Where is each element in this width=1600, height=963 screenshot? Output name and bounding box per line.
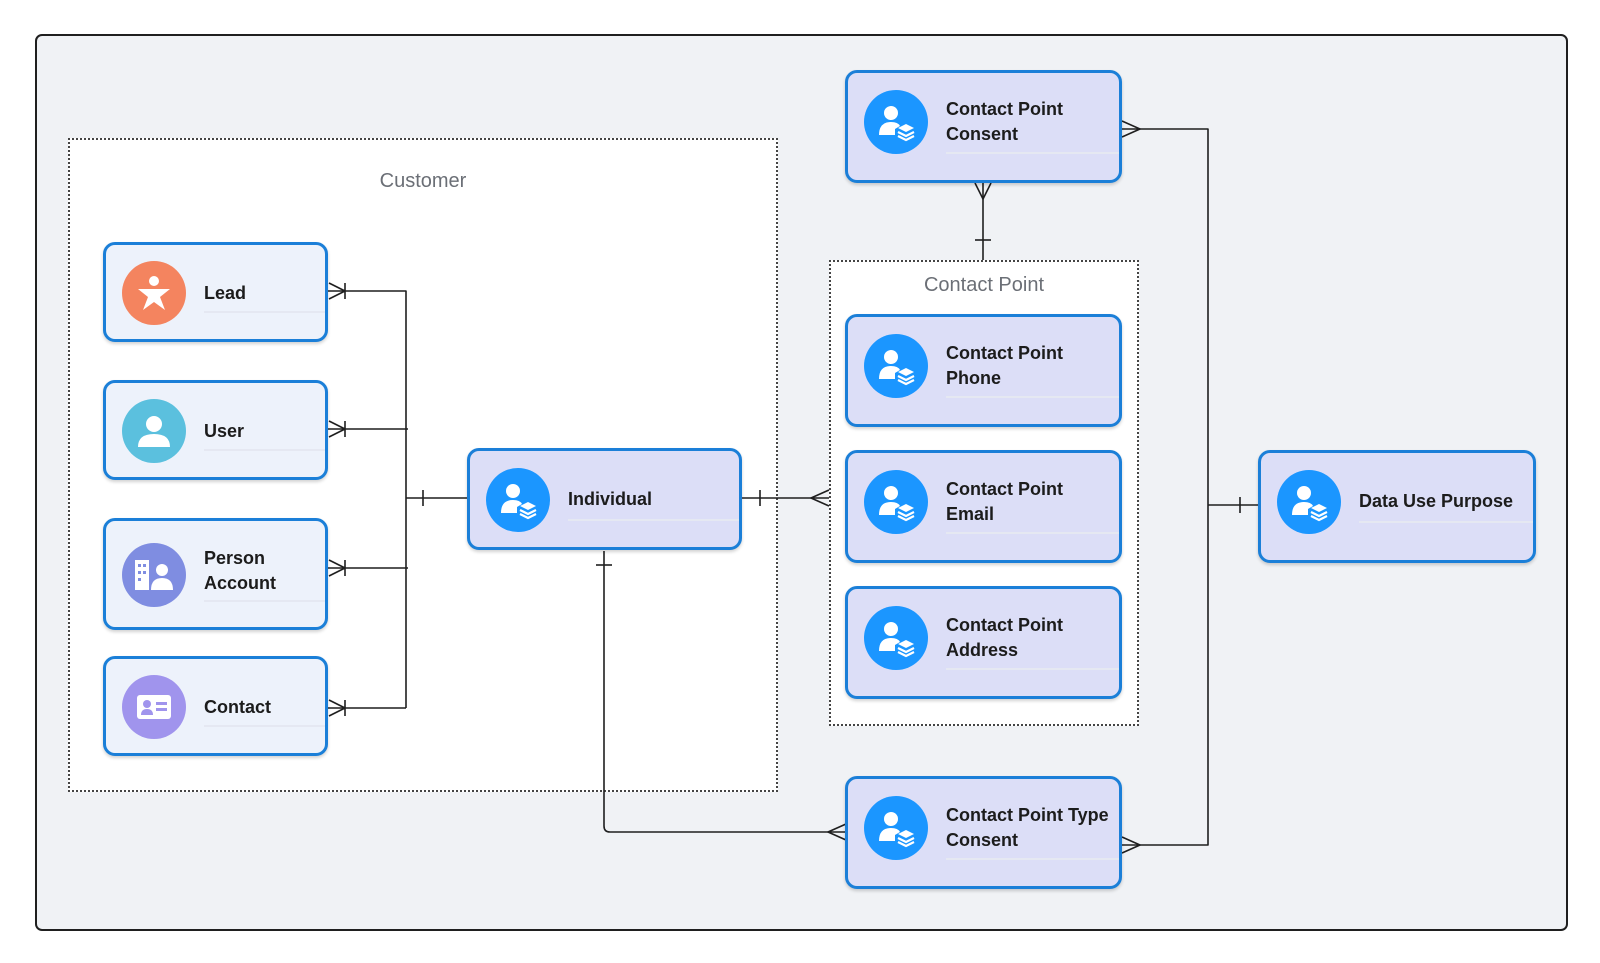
lead-icon xyxy=(122,261,186,325)
contact-entity[interactable]: Contact xyxy=(103,656,328,756)
contact-point-phone-entity[interactable]: Contact Point Phone xyxy=(845,314,1122,427)
contact-label: Contact xyxy=(204,697,271,717)
contact-point-address-divider xyxy=(946,668,1119,670)
type-consent-crowsfoot-left xyxy=(827,823,847,841)
user-divider xyxy=(204,449,325,451)
contact-point-phone-divider xyxy=(946,396,1119,398)
contact-point-email-divider xyxy=(946,532,1119,534)
contact-point-address-entity[interactable]: Contact Point Address xyxy=(845,586,1122,699)
person-account-divider xyxy=(204,600,325,602)
consent-crowsfoot-right xyxy=(1121,120,1141,138)
contact-point-consent-label: Contact Point Consent xyxy=(946,99,1063,144)
individual-icon xyxy=(1277,470,1341,534)
data-use-purpose-divider xyxy=(1359,521,1533,523)
contact-crowsfoot xyxy=(328,699,346,717)
lead-crowsfoot xyxy=(328,282,346,300)
contact-divider xyxy=(204,725,325,727)
user-icon xyxy=(122,399,186,463)
consent-crowsfoot xyxy=(974,182,992,200)
contact-point-consent-divider xyxy=(946,152,1119,154)
contact-point-crowsfoot xyxy=(810,489,830,507)
contact-point-group-label: Contact Point xyxy=(923,274,1045,296)
contact-point-phone-label: Contact Point Phone xyxy=(946,343,1063,388)
contact-point-address-label: Contact Point Address xyxy=(946,615,1063,660)
user-label: User xyxy=(204,421,245,441)
data-use-purpose-label: Data Use Purpose xyxy=(1359,491,1514,511)
person-account-crowsfoot xyxy=(328,559,346,577)
person-account-icon xyxy=(122,543,186,607)
contact-point-type-consent-divider xyxy=(946,858,1119,860)
lead-label: Lead xyxy=(204,283,247,303)
contact-icon xyxy=(122,675,186,739)
contact-point-consent-entity[interactable]: Contact Point Consent xyxy=(845,70,1122,183)
consent-purpose-line xyxy=(1122,128,1209,846)
individual-icon xyxy=(864,334,928,398)
lead-divider xyxy=(204,311,325,313)
individual-icon xyxy=(486,468,550,532)
contact-point-email-label: Contact Point Email xyxy=(946,479,1063,524)
contact-point-type-consent-entity[interactable]: Contact Point Type Consent xyxy=(845,776,1122,889)
data-use-purpose-entity[interactable]: Data Use Purpose xyxy=(1258,450,1536,563)
lead-individual-line xyxy=(327,290,407,708)
individual-icon xyxy=(864,470,928,534)
contact-point-type-consent-label: Contact Point Type Consent xyxy=(946,805,1109,850)
contact-point-email-entity[interactable]: Contact Point Email xyxy=(845,450,1122,563)
individual-label: Individual xyxy=(568,489,653,509)
type-consent-crowsfoot-right xyxy=(1121,836,1141,854)
individual-icon xyxy=(864,606,928,670)
lead-entity[interactable]: Lead xyxy=(103,242,328,342)
individual-icon xyxy=(864,90,928,154)
person-account-label: Person Account xyxy=(204,548,276,593)
individual-icon xyxy=(864,796,928,860)
user-entity[interactable]: User xyxy=(103,380,328,480)
individual-divider xyxy=(568,519,739,521)
customer-group-label: Customer xyxy=(379,170,467,192)
individual-entity[interactable]: Individual xyxy=(467,448,742,550)
individual-type-consent-line xyxy=(603,551,846,833)
user-crowsfoot xyxy=(328,420,346,438)
person-account-entity[interactable]: Person Account xyxy=(103,518,328,630)
